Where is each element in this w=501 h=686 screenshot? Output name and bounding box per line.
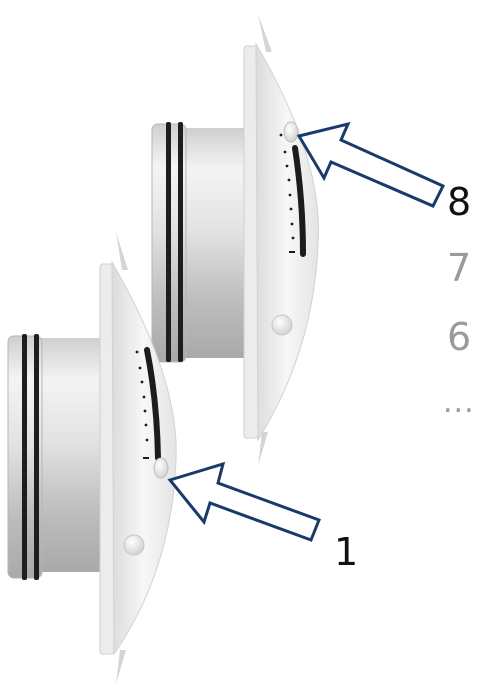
valve-lower-tip-bottom [116, 650, 126, 684]
valve-upper-scale-bar [292, 145, 306, 257]
valve-upper [151, 14, 319, 466]
valve-lower-adjuster-knob-icon[interactable] [153, 457, 169, 479]
valve-lower-scale-marks [135, 350, 149, 459]
valve-upper-button[interactable] [271, 314, 293, 336]
pointer-arrow-icon-lower [167, 461, 321, 542]
setting-label-6: 6 [447, 315, 472, 359]
setting-label-7: 7 [447, 246, 472, 290]
setting-label-more: ... [443, 385, 475, 420]
valve-lower-scale-bar [144, 347, 161, 461]
valve-upper-gasket-1 [166, 122, 171, 362]
valve-lower [7, 232, 177, 684]
valve-lower-tip-top [116, 232, 128, 270]
valve-lower-button[interactable] [123, 534, 145, 556]
valve-upper-adjuster-knob-icon[interactable] [283, 121, 299, 143]
setting-label-1: 1 [334, 530, 359, 574]
valve-lower-gasket-2 [34, 334, 39, 580]
valve-upper-tip-bottom [258, 432, 268, 466]
setting-label-8: 8 [447, 180, 472, 224]
pointer-arrow-icon-upper [296, 121, 446, 208]
valve-lower-gasket-1 [22, 334, 27, 580]
valve-upper-scale-marks [279, 133, 295, 253]
valve-upper-cover [255, 42, 319, 442]
valve-upper-gasket-2 [178, 122, 183, 362]
valve-upper-tip-top [258, 14, 272, 52]
